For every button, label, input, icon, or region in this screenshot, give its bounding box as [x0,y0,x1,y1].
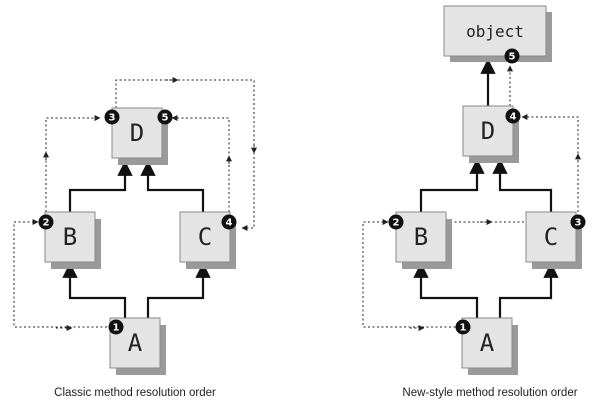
classic-node-b-label: B [63,223,77,251]
edge-c-to-d [492,158,553,212]
mro-a-to-b [362,219,460,328]
edge-c-to-d [140,160,205,212]
newstyle-panel: object D B C A 1 2 [362,5,586,399]
classic-mro-path [13,77,257,331]
newstyle-badge-1-text: 1 [460,323,467,334]
classic-badge-2-text: 2 [43,218,50,229]
classic-inheritance-edges [62,160,211,318]
classic-badge-3-text: 3 [109,113,116,124]
newstyle-node-b: B [395,211,452,269]
edge-b-to-d [68,160,133,212]
newstyle-node-b-label: B [414,223,428,251]
classic-node-a: A [109,317,166,375]
classic-badge-3: 3 [104,109,120,125]
classic-node-a-label: A [128,329,143,357]
classic-badge-4-text: 4 [226,218,233,229]
mro-c-to-d [521,114,579,212]
classic-node-c-label: C [198,223,212,251]
classic-node-d: D [111,107,168,165]
newstyle-badge-4-text: 4 [510,112,517,123]
edge-a-to-c [146,262,211,318]
classic-badge-1: 1 [108,319,124,335]
newstyle-badge-5: 5 [504,48,520,64]
classic-badge-5-text: 5 [162,113,169,124]
newstyle-badge-3-text: 3 [575,218,582,229]
mro-b-to-d [45,115,101,212]
mro-d-to-c [115,79,255,231]
classic-caption: Classic method resolution order [54,387,216,399]
mro-a-to-b [13,219,107,328]
edge-a-to-c [498,262,559,318]
classic-badge-2: 2 [38,214,54,230]
classic-panel: A B C D 1 2 3 [13,77,257,399]
classic-badge-1-text: 1 [113,323,120,334]
newstyle-node-d-label: D [481,117,495,145]
classic-node-b: B [44,211,101,269]
newstyle-badge-2-text: 2 [393,218,400,229]
newstyle-badge-2: 2 [388,214,404,230]
classic-badge-5: 5 [157,109,173,125]
edge-a-to-b [413,262,479,318]
newstyle-node-a-label: A [480,329,495,357]
newstyle-badge-1: 1 [455,319,471,335]
newstyle-inheritance-edges [413,58,559,318]
classic-node-c: C [179,211,236,269]
classic-badge-4: 4 [221,214,237,230]
classic-node-d-label: D [130,119,144,147]
newstyle-mro-path [362,65,581,331]
newstyle-node-object: object [443,5,552,62]
newstyle-badge-3: 3 [570,214,586,230]
newstyle-badge-4: 4 [505,108,521,124]
newstyle-node-object-label: object [466,22,524,41]
newstyle-node-c-label: C [544,223,558,251]
newstyle-badge-5-text: 5 [509,52,516,63]
edge-a-to-b [62,262,127,318]
newstyle-node-a: A [461,317,518,375]
newstyle-caption: New-style method resolution order [402,387,577,399]
edge-b-to-d [419,158,485,212]
mro-c-to-d [171,115,230,212]
